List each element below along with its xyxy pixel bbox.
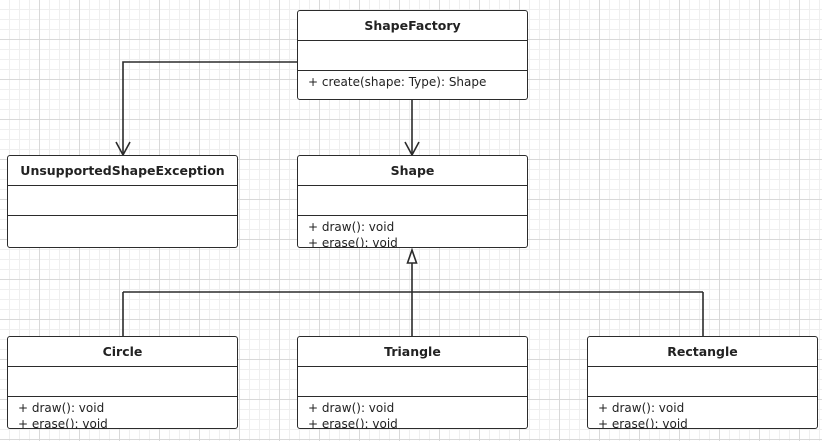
class-name: Triangle	[298, 337, 527, 367]
class-unsupported-shape-exception[interactable]: UnsupportedShapeException	[7, 155, 238, 248]
class-name: ShapeFactory	[298, 11, 527, 41]
class-circle[interactable]: Circle + draw(): void + erase(): void	[7, 336, 238, 429]
class-name: UnsupportedShapeException	[8, 156, 237, 186]
connector-factory-to-exception	[122, 61, 297, 155]
class-shape-factory[interactable]: ShapeFactory + create(shape: Type): Shap…	[297, 10, 528, 100]
attributes-compartment	[8, 367, 237, 397]
operations-compartment: + create(shape: Type): Shape	[298, 71, 527, 99]
operations-compartment	[8, 216, 237, 247]
operation: + draw(): void	[308, 220, 395, 234]
operation: + erase(): void	[308, 417, 398, 429]
attributes-compartment	[298, 367, 527, 397]
operation: + draw(): void	[308, 401, 395, 415]
operation: + draw(): void	[18, 401, 105, 415]
operations-compartment: + draw(): void + erase(): void	[588, 397, 817, 429]
operations-compartment: + draw(): void + erase(): void	[8, 397, 237, 429]
attributes-compartment	[298, 41, 527, 71]
class-name: Shape	[298, 156, 527, 186]
class-name: Circle	[8, 337, 237, 367]
operations-compartment: + draw(): void + erase(): void	[298, 216, 527, 248]
generalization-triangle-head	[406, 247, 418, 264]
class-triangle[interactable]: Triangle + draw(): void + erase(): void	[297, 336, 528, 429]
attributes-compartment	[588, 367, 817, 397]
operation: + erase(): void	[308, 236, 398, 248]
class-name: Rectangle	[588, 337, 817, 367]
operation: + erase(): void	[598, 417, 688, 429]
attributes-compartment	[298, 186, 527, 216]
attributes-compartment	[8, 186, 237, 216]
operation: + erase(): void	[18, 417, 108, 429]
operations-compartment: + draw(): void + erase(): void	[298, 397, 527, 429]
class-shape[interactable]: Shape + draw(): void + erase(): void	[297, 155, 528, 248]
operation: + draw(): void	[598, 401, 685, 415]
operation: + create(shape: Type): Shape	[308, 75, 487, 89]
class-rectangle[interactable]: Rectangle + draw(): void + erase(): void	[587, 336, 818, 429]
